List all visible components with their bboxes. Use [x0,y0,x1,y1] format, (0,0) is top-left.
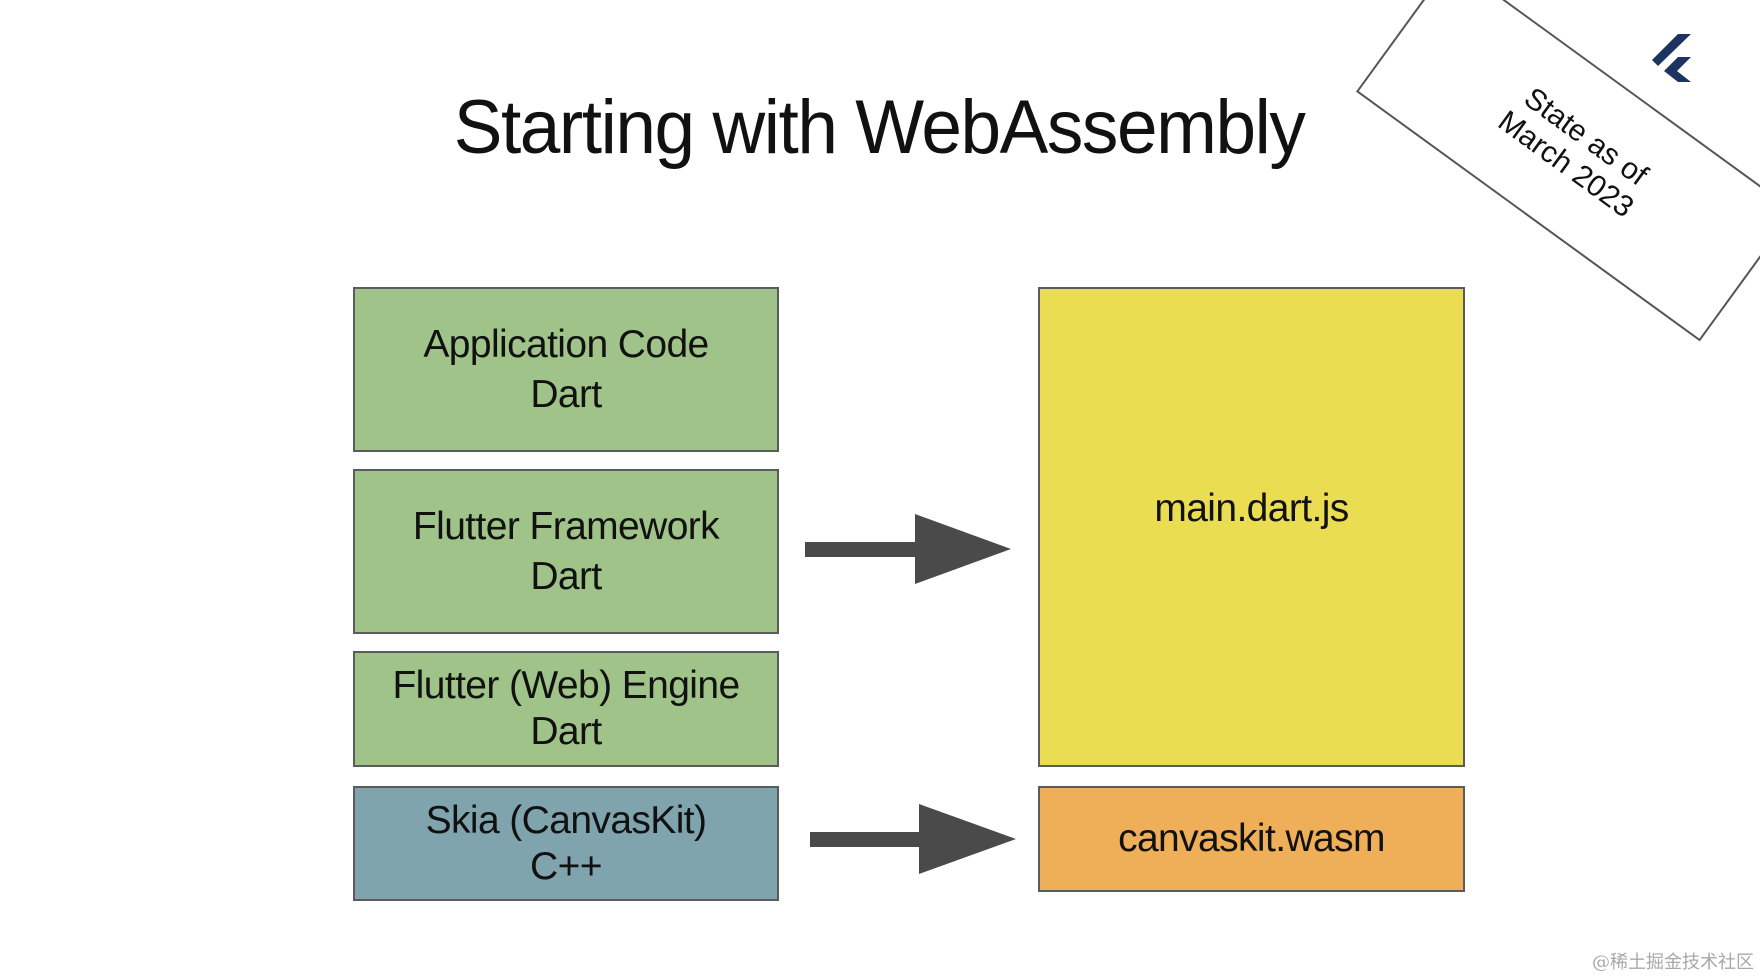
skia-canvaskit-box: Skia (CanvasKit) C++ [353,786,779,901]
output-label: main.dart.js [1154,487,1349,530]
box-label: Flutter Framework [412,504,720,548]
watermark: @稀土掘金技术社区 [1592,952,1754,973]
box-label: Flutter (Web) Engine [392,664,740,707]
arrow-head [919,804,1016,874]
main-dart-js-box: main.dart.js [1038,287,1465,767]
slide-title-text: Starting with WebAssembly [453,85,1306,170]
arrow-right-icon [810,804,1016,874]
box-label: Skia (CanvasKit) [425,798,707,842]
flutter-framework-box: Flutter Framework Dart [353,469,779,634]
arrow-shaft [810,832,921,847]
box-language: Dart [530,710,602,753]
arrow-right-icon [805,514,1011,584]
flutter-web-engine-box: Flutter (Web) Engine Dart [353,651,779,767]
box-language: C++ [530,844,603,888]
arrow-head [915,514,1011,584]
box-language: Dart [530,554,602,598]
output-label: canvaskit.wasm [1118,817,1385,860]
flutter-logo-icon [1652,34,1691,82]
application-code-box: Application Code Dart [353,287,779,452]
slide-title: Starting with WebAssembly [0,78,1760,178]
box-label: Application Code [423,322,709,366]
arrow-shaft [805,542,917,557]
canvaskit-wasm-box: canvaskit.wasm [1038,786,1465,892]
box-language: Dart [530,372,602,416]
